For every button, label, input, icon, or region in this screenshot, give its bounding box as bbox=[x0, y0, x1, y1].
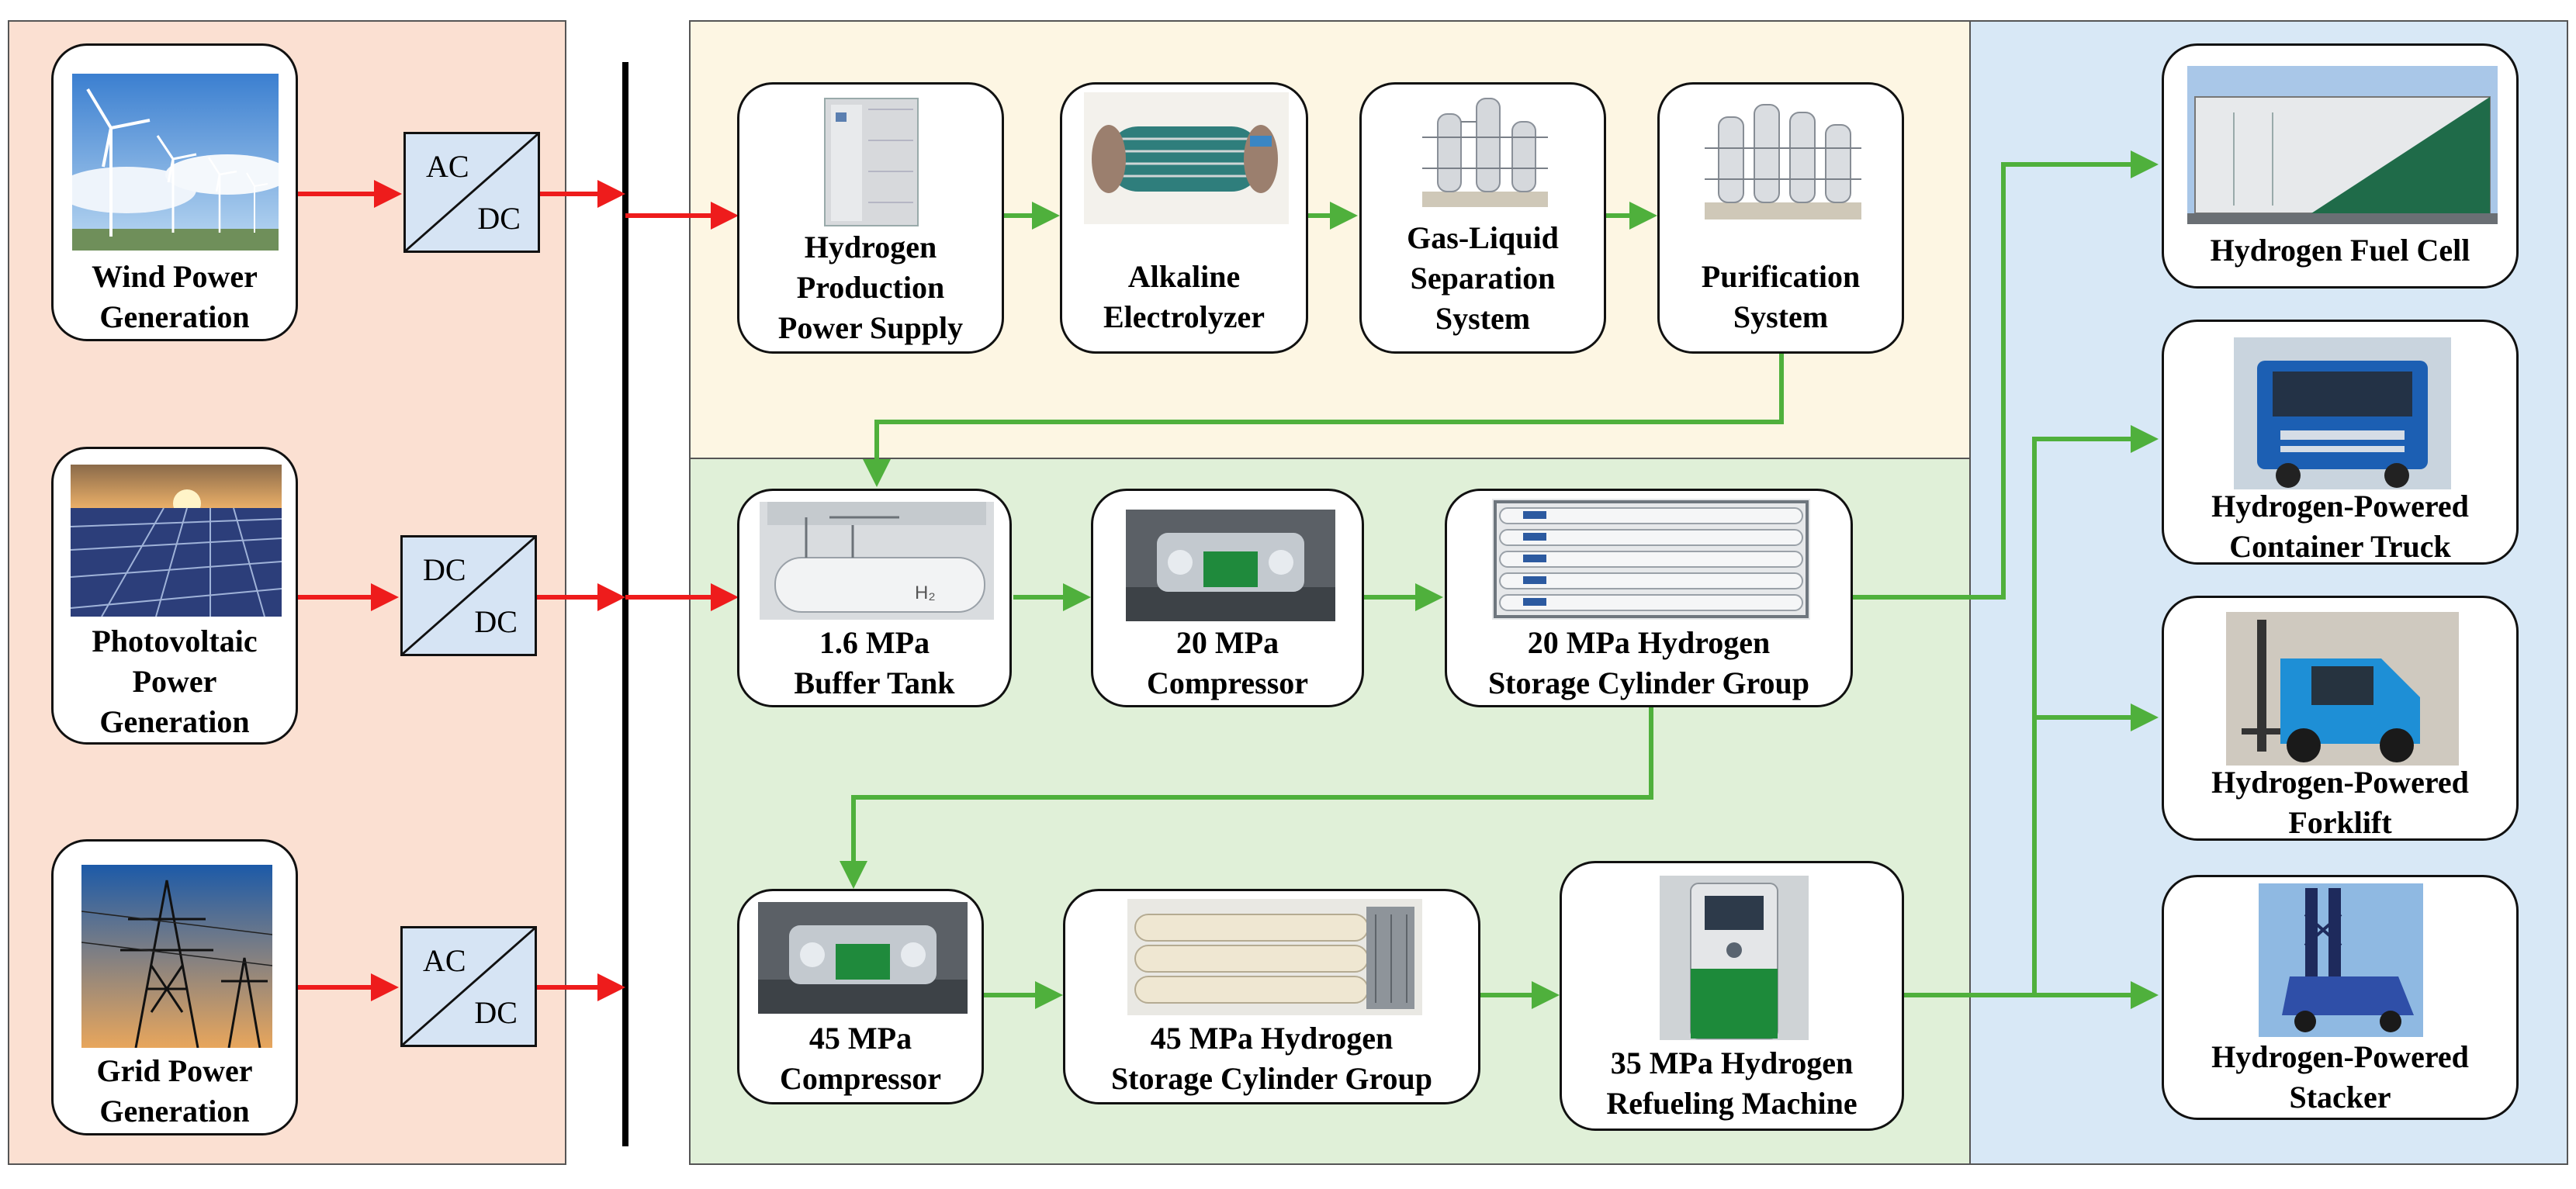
converter-input-label: AC bbox=[423, 943, 466, 978]
converter-output-label: DC bbox=[477, 201, 521, 236]
converter-input-label: DC bbox=[423, 552, 466, 587]
ac-dc-converter-wind[interactable]: AC DC bbox=[403, 132, 540, 253]
converter-output-label: DC bbox=[474, 995, 518, 1030]
separation-skid-photo-icon bbox=[1414, 91, 1556, 223]
power-supply-cabinet-photo-icon bbox=[817, 94, 926, 230]
converter-input-label: AC bbox=[426, 149, 469, 184]
tank-label: H₂ bbox=[915, 582, 936, 603]
stacker-photo-icon bbox=[2259, 883, 2423, 1037]
transmission-tower-photo-icon bbox=[81, 865, 272, 1048]
compressor-photo-icon bbox=[1126, 510, 1335, 621]
cylinder-bundle-photo-icon bbox=[1127, 899, 1422, 1015]
wind-turbines-photo-icon bbox=[72, 74, 279, 251]
purification-to-buffer-tank-arrow bbox=[863, 354, 1784, 487]
compressor-photo-icon bbox=[758, 902, 968, 1014]
fuel-cell-label: Hydrogen Fuel Cell bbox=[2210, 233, 2470, 268]
ac-dc-converter-grid[interactable]: AC DC bbox=[400, 926, 537, 1047]
refueling-dispenser-photo-icon bbox=[1660, 876, 1809, 1040]
dc-dc-converter-pv[interactable]: DC DC bbox=[400, 535, 537, 656]
electrolyzer-photo-icon bbox=[1084, 92, 1289, 224]
hydrogen-fuel-cell-node[interactable]: Hydrogen Fuel Cell bbox=[2162, 43, 2519, 289]
storage20-to-compressor45-arrow bbox=[840, 707, 1653, 889]
buffer-tank-photo-icon: H₂ bbox=[760, 502, 994, 620]
storage20-to-app-arrow bbox=[1853, 150, 2159, 600]
truck-photo-icon bbox=[2234, 337, 2451, 489]
purification-skid-photo-icon bbox=[1700, 94, 1866, 232]
bus-to-truck-arrow bbox=[2032, 425, 2159, 995]
converter-output-label: DC bbox=[474, 604, 518, 639]
solar-panels-photo-icon bbox=[71, 465, 282, 617]
fuel-cell-container-photo-icon bbox=[2187, 66, 2498, 224]
cylinder-rack-photo-icon bbox=[1492, 499, 1810, 620]
forklift-photo-icon bbox=[2226, 612, 2459, 766]
